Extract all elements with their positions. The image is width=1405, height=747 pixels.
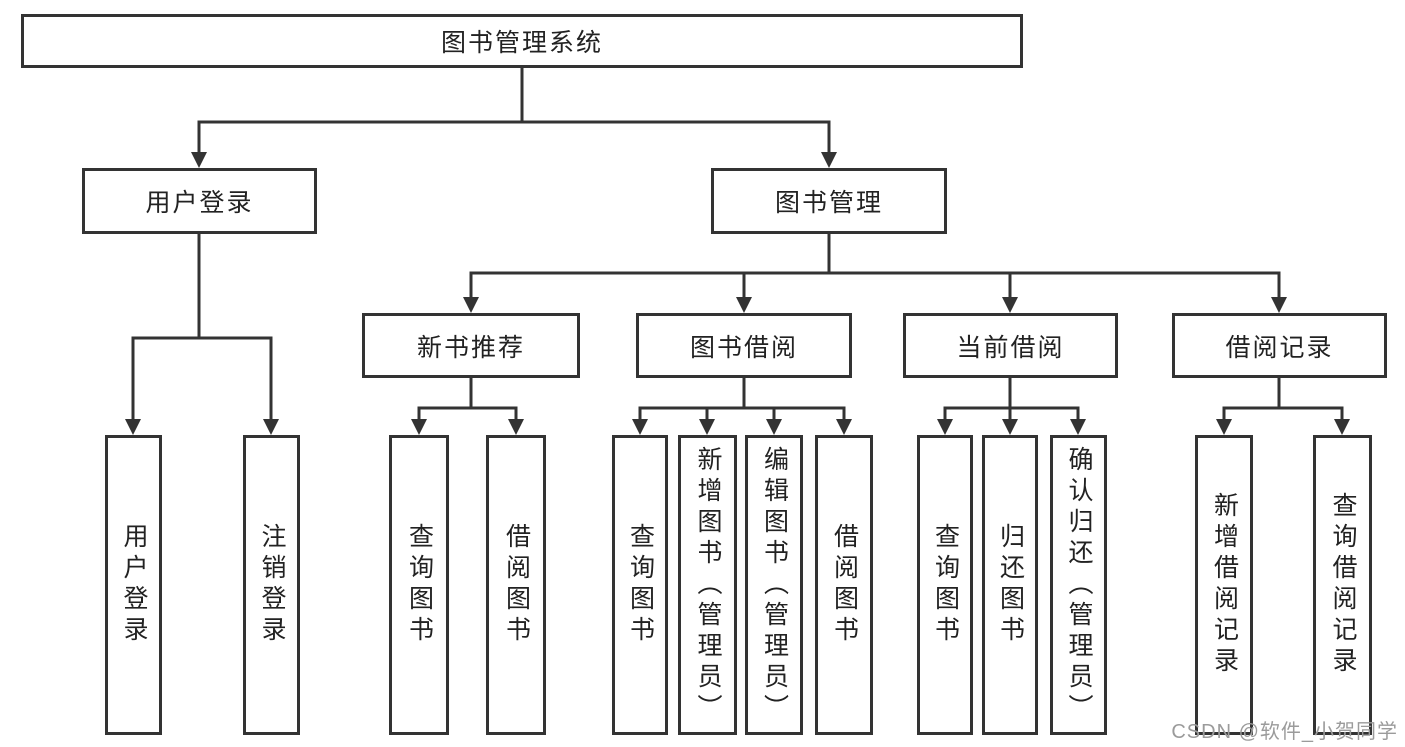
leaf-borrow-books-1: 借阅图书 — [486, 435, 546, 735]
node-label: 图书管理 — [774, 189, 883, 217]
leaf-label: 归还图书 — [996, 523, 1025, 647]
node-book-management: 图书管理 — [711, 168, 947, 234]
leaf-label: 借阅图书 — [830, 523, 859, 647]
leaf-label: 查询借阅记录 — [1329, 492, 1357, 678]
node-label: 新书推荐 — [416, 333, 525, 362]
leaf-label: 新增借阅记录 — [1210, 492, 1239, 678]
node-current-borrowing: 当前借阅 — [903, 313, 1118, 378]
node-root-system: 图书管理系统 — [21, 14, 1023, 68]
leaf-query-borrow-record: 查询借阅记录 — [1313, 435, 1372, 735]
leaf-label: 查询图书 — [931, 523, 960, 647]
leaf-label: 查询图书 — [405, 523, 434, 647]
node-label: 图书借阅 — [689, 333, 798, 362]
leaf-return-books: 归还图书 — [982, 435, 1038, 735]
node-new-book-recommend: 新书推荐 — [362, 313, 580, 378]
leaf-logout: 注销登录 — [243, 435, 300, 735]
leaf-add-borrow-record: 新增借阅记录 — [1195, 435, 1253, 735]
node-label: 借阅记录 — [1225, 333, 1334, 362]
node-root-label: 图书管理系统 — [440, 29, 603, 57]
leaf-label: 借阅图书 — [502, 523, 531, 647]
leaf-label: 查询图书 — [626, 523, 655, 647]
leaf-confirm-return-admin: 确认归还（管理员） — [1050, 435, 1107, 735]
node-book-borrowing: 图书借阅 — [636, 313, 852, 378]
leaf-query-books-1: 查询图书 — [389, 435, 449, 735]
leaf-user-login: 用户登录 — [105, 435, 162, 735]
leaf-edit-books-admin: 编辑图书（管理员） — [745, 435, 803, 735]
node-user-login: 用户登录 — [82, 168, 317, 234]
csdn-watermark: CSDN @软件_小贺同学 — [1171, 721, 1398, 743]
node-label: 当前借阅 — [956, 333, 1065, 362]
leaf-label: 确认归还（管理员） — [1065, 445, 1093, 725]
leaf-add-books-admin: 新增图书（管理员） — [678, 435, 737, 735]
leaf-label: 用户登录 — [120, 523, 148, 647]
leaf-label: 新增图书（管理员） — [694, 445, 722, 725]
node-borrow-records: 借阅记录 — [1172, 313, 1387, 378]
leaf-label: 注销登录 — [258, 523, 286, 647]
leaf-query-books-3: 查询图书 — [917, 435, 973, 735]
leaf-query-books-2: 查询图书 — [612, 435, 668, 735]
node-label: 用户登录 — [145, 189, 254, 217]
leaf-label: 编辑图书（管理员） — [760, 445, 789, 725]
leaf-borrow-books-2: 借阅图书 — [815, 435, 873, 735]
